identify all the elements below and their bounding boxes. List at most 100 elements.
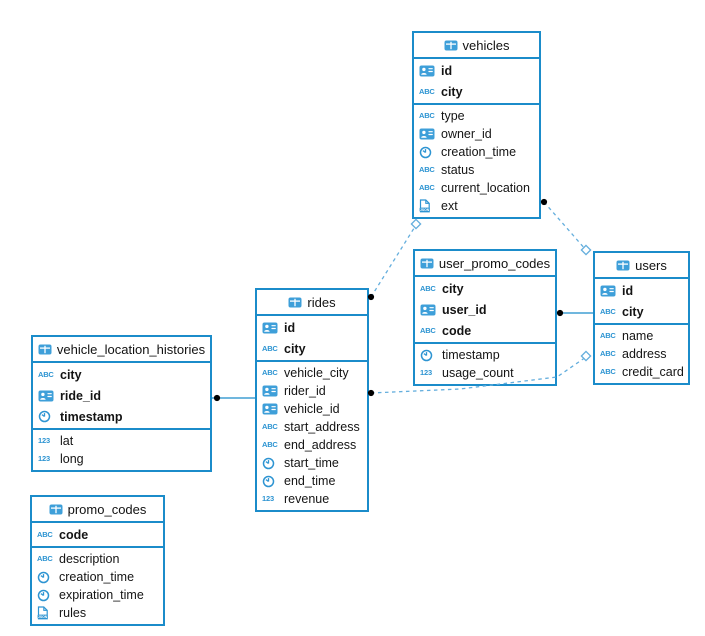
relationship-dot-endpoint: [540, 198, 548, 206]
abc-icon: ABC: [600, 306, 616, 316]
abc-icon: ABC: [600, 331, 616, 341]
column-row-owner_id: owner_id: [414, 125, 539, 143]
table-name: promo_codes: [67, 501, 147, 517]
column-row-id: id: [257, 317, 367, 338]
abc-icon: ABC: [600, 368, 618, 376]
123-icon: 123: [420, 368, 432, 378]
primary-key-column-label: code: [442, 323, 472, 338]
123-icon: 123: [420, 369, 438, 377]
clock-icon: [37, 589, 55, 602]
table-icon: [49, 504, 63, 515]
abc-icon: ABC: [38, 369, 54, 379]
table-header-users[interactable]: users: [595, 253, 688, 279]
column-row-vehicle_id: vehicle_id: [257, 400, 367, 418]
abc-icon: ABC: [262, 368, 278, 378]
column-label: timestamp: [442, 348, 500, 362]
abc-icon: ABC: [419, 88, 437, 96]
column-row-current_location: ABC current_location: [414, 179, 539, 197]
abc-icon: ABC: [37, 531, 55, 539]
table-name: vehicle_location_histories: [56, 341, 206, 357]
abc-icon: ABC: [38, 371, 56, 379]
123-icon: 123: [38, 437, 56, 445]
column-label: name: [622, 329, 654, 343]
123-icon: 123: [38, 436, 50, 446]
column-label: current_location: [441, 181, 530, 195]
column-label: start_address: [284, 420, 360, 434]
table-header-vehicle_location_histories[interactable]: vehicle_location_histories: [33, 337, 210, 363]
table-icon: [38, 344, 52, 355]
clock-icon: [38, 410, 56, 423]
column-label: address: [622, 347, 667, 361]
column-label: vehicle_city: [284, 366, 349, 380]
column-row-city: ABC city: [257, 338, 367, 359]
123-icon: 123: [262, 495, 280, 503]
column-label: expiration_time: [59, 588, 144, 602]
primary-key-column-label: code: [59, 527, 89, 542]
table-name: vehicles: [462, 37, 510, 53]
table-icon: [288, 297, 302, 308]
abc-icon: ABC: [419, 183, 435, 193]
123-icon: 123: [38, 454, 50, 464]
relationship-line-vehicles-users: [543, 201, 587, 251]
table-header-vehicles[interactable]: vehicles: [414, 33, 539, 59]
abc-icon: ABC: [262, 343, 278, 353]
abc-icon: ABC: [262, 441, 280, 449]
table-header-promo_codes[interactable]: promo_codes: [32, 497, 163, 523]
column-label: long: [60, 452, 84, 466]
abc-icon: ABC: [419, 166, 437, 174]
abc-icon: ABC: [262, 369, 280, 377]
table-header-user_promo_codes[interactable]: user_promo_codes: [415, 251, 555, 277]
column-label: rules: [59, 606, 87, 620]
abc-icon: ABC: [262, 423, 280, 431]
primary-key-section: ABC code: [32, 523, 163, 548]
abc-icon: ABC: [420, 283, 436, 293]
primary-key-column-label: city: [284, 341, 306, 356]
json-icon: JSON: [37, 606, 55, 620]
column-row-timestamp: timestamp: [415, 346, 555, 364]
id-card-icon: [419, 128, 437, 140]
abc-icon: ABC: [37, 529, 53, 539]
abc-icon: ABC: [262, 345, 280, 353]
abc-icon: ABC: [420, 327, 438, 335]
table-name: users: [635, 257, 667, 273]
column-row-credit_card: ABC credit_card: [595, 363, 688, 381]
primary-key-column-label: city: [622, 304, 644, 319]
table-header-rides[interactable]: rides: [257, 290, 367, 316]
column-label: credit_card: [622, 365, 684, 379]
id-card-icon: [38, 390, 56, 402]
column-label: rider_id: [284, 384, 326, 398]
abc-icon: ABC: [419, 111, 435, 121]
123-icon: 123: [38, 455, 56, 463]
column-row-ext: JSON ext: [414, 197, 539, 215]
column-row-end_address: ABC end_address: [257, 436, 367, 454]
column-label: vehicle_id: [284, 402, 340, 416]
id-card-icon: [262, 385, 280, 397]
json-icon: JSON: [419, 199, 437, 213]
abc-icon: ABC: [420, 325, 436, 335]
table-icon: [420, 258, 434, 269]
abc-icon: ABC: [600, 308, 618, 316]
column-label: end_address: [284, 438, 357, 452]
column-row-code: ABC code: [32, 524, 163, 545]
table-name: rides: [307, 294, 336, 310]
abc-icon: ABC: [419, 112, 437, 120]
primary-key-column-label: city: [60, 367, 82, 382]
